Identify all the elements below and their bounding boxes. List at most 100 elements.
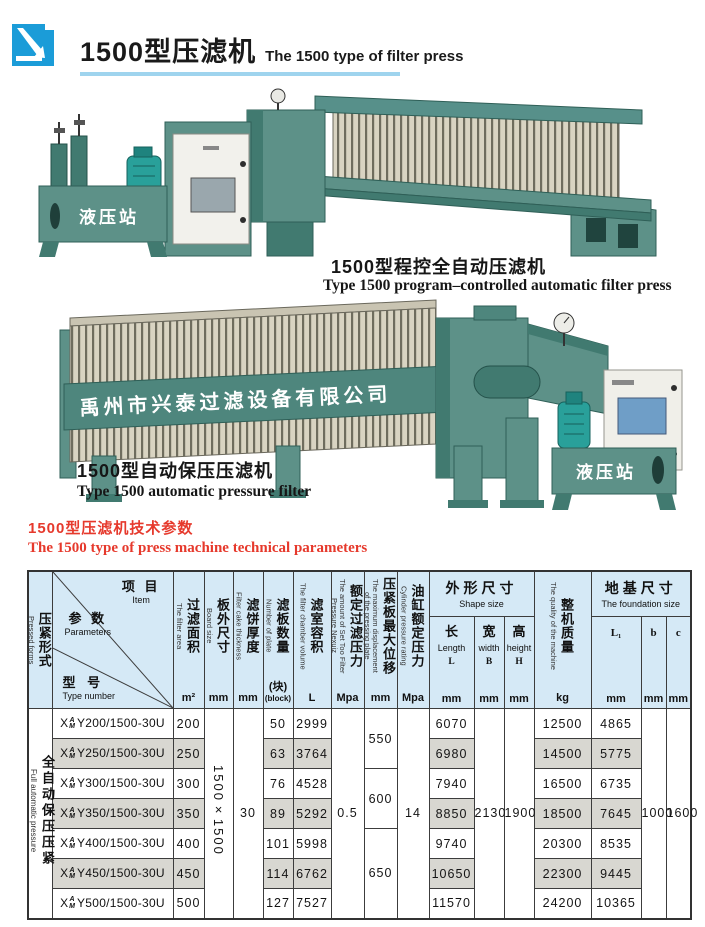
col-unit: Mpa [402,692,424,704]
cylinder-pressure-cell: 14 [396,708,430,919]
col-unit: kg [556,692,569,704]
sub-header-c: c mm [665,615,692,710]
page-title: 1500型压滤机 [80,37,257,67]
pressure-gauge-icon [270,88,286,104]
parameters-table: 压紧形式 Pressed forms 项 目 Item [27,570,697,920]
air-drum [473,365,541,399]
corner-type-label: 型 号 Type number [62,674,116,701]
foundation-b-cell: 1000 [640,708,672,919]
corner-item-label: 项 目 Item [121,579,161,605]
hydraulic-station-label: 液压站 [79,207,139,227]
weight-cell: 14500 [533,738,592,769]
control-screen [617,397,667,435]
diagonal-divider-icon [53,572,173,708]
col-unit: mm [208,692,229,704]
col-unit: Mpa [336,692,359,704]
chamber-volume-cell: 5292 [292,798,332,829]
col-unit: L [308,692,316,704]
hydraulic-station-label: 液压站 [576,462,636,482]
group-header-foundation-size: 地基尺寸 The foundation size [590,570,692,617]
filter-area-cell: 300 [172,768,205,799]
section-heading-en: The 1500 type of press machine technical… [28,540,368,556]
plate-number-cell: 76 [262,768,294,799]
foundation-c-cell: 1600 [665,708,697,919]
l1-cell: 4865 [590,708,642,739]
group-header-shape-size: 外形尺寸 Shape size [428,570,535,617]
corner-header-cell: 项 目 Item 参 数 Parameters 型 号 Type number [51,570,174,709]
brand-logo-icon [12,24,54,66]
sub-header-width: 宽 width B mm [473,615,505,710]
length-cell: 11570 [428,888,475,919]
width-cell: 2130 [473,708,505,919]
chamber-volume-cell: 5998 [292,828,332,859]
plate-number-cell: 89 [262,798,294,829]
l1-cell: 5775 [590,738,642,769]
plate-number-cell: 63 [262,738,294,769]
control-screen [190,177,236,213]
figure1-caption-en: Type 1500 program–controlled automatic f… [323,277,672,294]
figure2-caption-en: Type 1500 automatic pressure filter [77,483,312,500]
filter-area-cell: 200 [172,708,205,739]
displacement-cell: 650 [363,828,398,919]
filter-pressure-cell: 0.5 [330,708,365,919]
col-label-zh: 压紧形式 [36,612,52,668]
displacement-cell: 600 [363,768,398,829]
l1-cell: 7645 [590,798,642,829]
photo-program-controlled-press: 液压站 [15,86,660,261]
plate-number-cell: 101 [262,828,294,859]
chamber-volume-cell: 3764 [292,738,332,769]
filter-area-cell: 500 [172,888,205,919]
col-unit: m² [181,692,196,704]
weight-cell: 20300 [533,828,592,859]
sub-header-length: 长 Length L mm [428,615,475,710]
plate-number-cell: 114 [262,858,294,889]
chamber-volume-cell: 4528 [292,768,332,799]
weight-cell: 22300 [533,858,592,889]
height-cell: 1900 [503,708,535,919]
displacement-cell: 550 [363,708,398,769]
length-cell: 6980 [428,738,475,769]
l1-cell: 9445 [590,858,642,889]
figure1-caption-zh: 1500型程控全自动压滤机 [331,257,547,277]
chamber-volume-cell: 6762 [292,858,332,889]
l1-cell: 8535 [590,828,642,859]
corner-parameters-label: 参 数 Parameters [64,611,112,637]
length-cell: 8850 [428,798,475,829]
title-block: 1500型压滤机 The 1500 type of filter press [80,30,463,76]
sub-header-height: 高 height H mm [503,615,535,710]
chamber-volume-cell: 2999 [292,708,332,739]
figure2-caption-zh: 1500型自动保压压滤机 [77,461,274,481]
length-cell: 10650 [428,858,475,889]
plate-number-cell: 127 [262,888,294,919]
filter-area-cell: 450 [172,858,205,889]
weight-cell: 24200 [533,888,592,919]
page-subtitle: The 1500 type of filter press [265,48,464,65]
l1-cell: 6735 [590,768,642,799]
l1-cell: 10365 [590,888,642,919]
photo-automatic-pressure-filter: 禹州市兴泰过滤设备有限公司 [8,296,693,514]
col-header-pressed-forms: 压紧形式 Pressed forms [27,570,53,709]
filter-area-cell: 250 [172,738,205,769]
filter-area-cell: 350 [172,798,205,829]
sub-header-b: b mm [640,615,667,710]
